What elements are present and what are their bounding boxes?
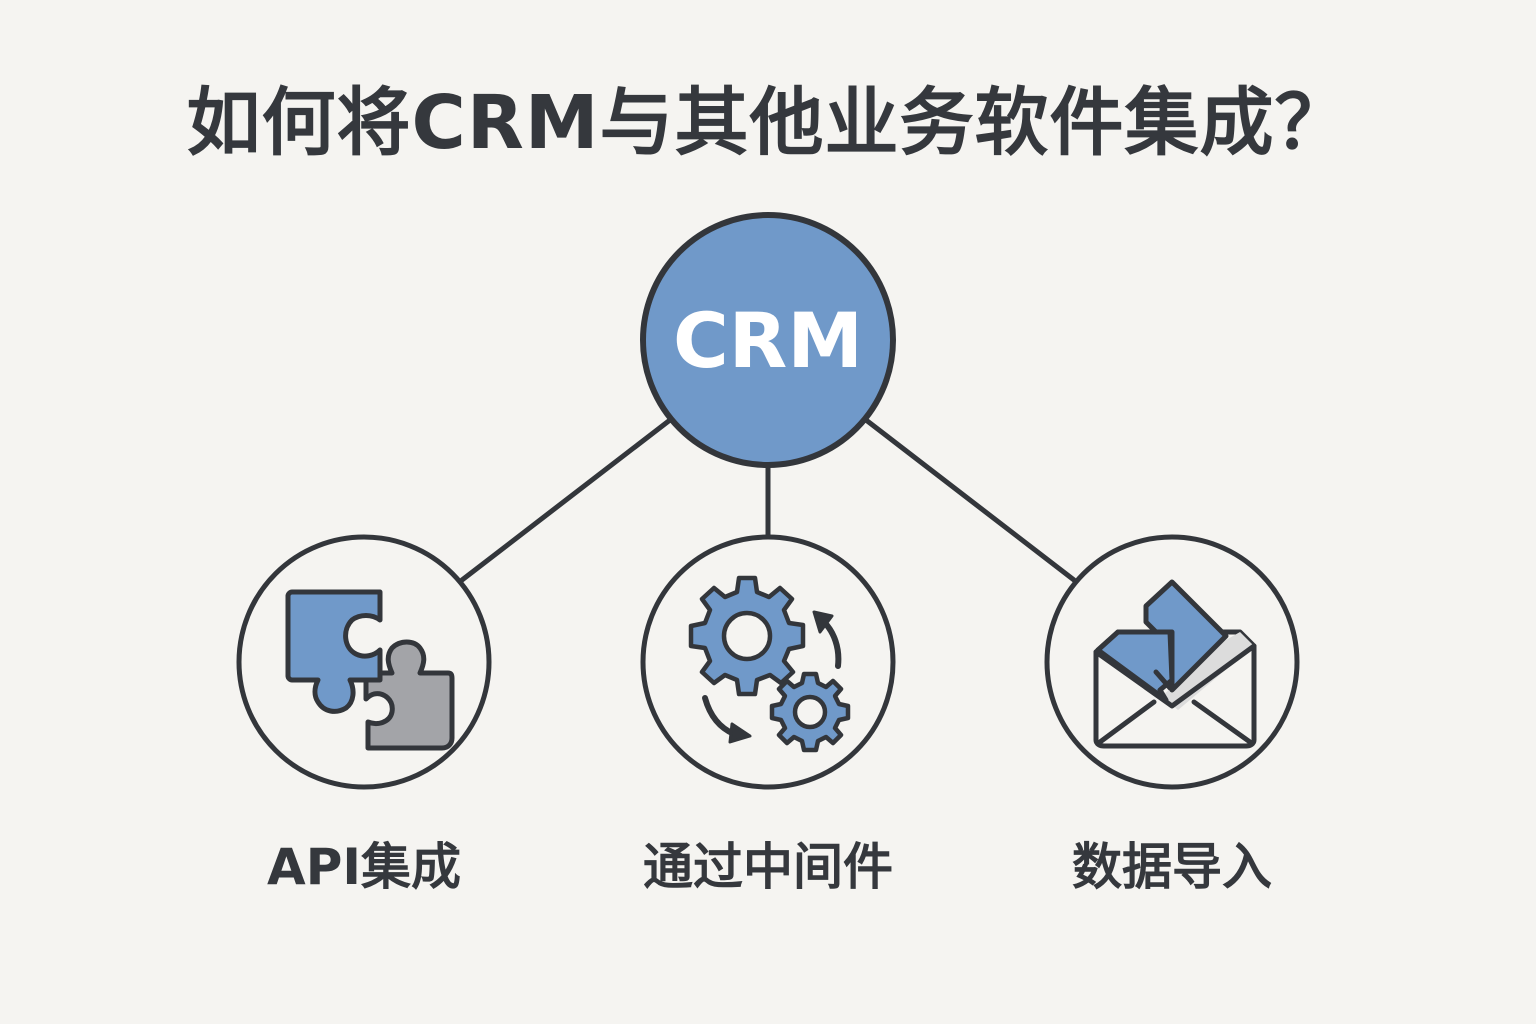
puzzle-pieces-icon <box>285 589 455 751</box>
connector-line-import <box>863 417 1077 583</box>
page-title: 如何将CRM与其他业务软件集成？ <box>186 80 1350 166</box>
import-node <box>1044 534 1300 790</box>
sync-arrow-icon <box>702 610 842 744</box>
method-label-api: API集成 <box>267 838 461 896</box>
method-label-import: 数据导入 <box>1072 838 1272 896</box>
crm-node-label: CRM <box>673 296 863 385</box>
api-node <box>236 534 492 790</box>
connector-line-api <box>459 417 673 583</box>
crm-node: CRM <box>640 212 896 468</box>
envelope-import-icon <box>1093 579 1257 749</box>
method-label-middleware: 通过中间件 <box>643 838 893 896</box>
gears-sync-icon <box>688 575 851 753</box>
middleware-node <box>640 534 896 790</box>
